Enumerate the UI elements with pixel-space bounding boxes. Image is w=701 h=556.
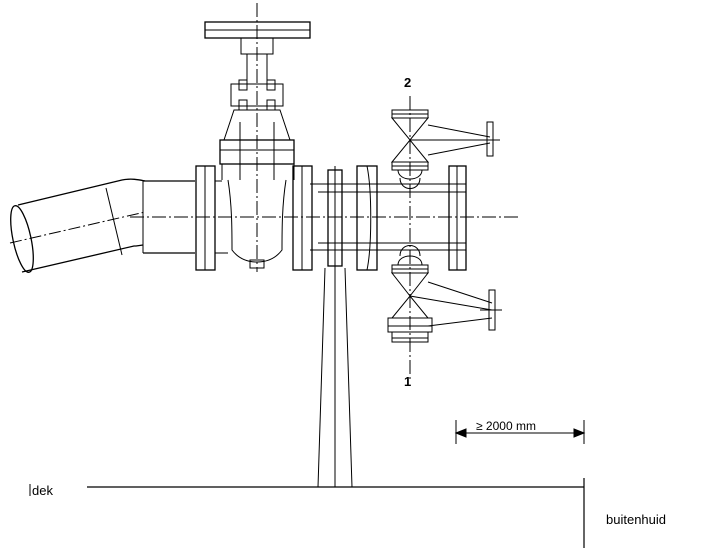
dimension-label: ≥ 2000 mm <box>476 419 536 433</box>
deck-label: dek <box>32 483 53 498</box>
deck-hull-lines <box>29 478 585 548</box>
flanges <box>195 165 467 271</box>
valve-number-2: 2 <box>404 75 411 90</box>
valve-number-1: 1 <box>404 374 411 389</box>
dimension-line <box>454 420 586 444</box>
valve-manifold <box>387 96 502 380</box>
main-pipe <box>130 180 520 254</box>
hull-label: buitenhuid <box>606 512 666 527</box>
spectacle-blind <box>317 166 353 488</box>
inclined-pipe <box>9 178 146 273</box>
gate-valve <box>204 3 311 272</box>
